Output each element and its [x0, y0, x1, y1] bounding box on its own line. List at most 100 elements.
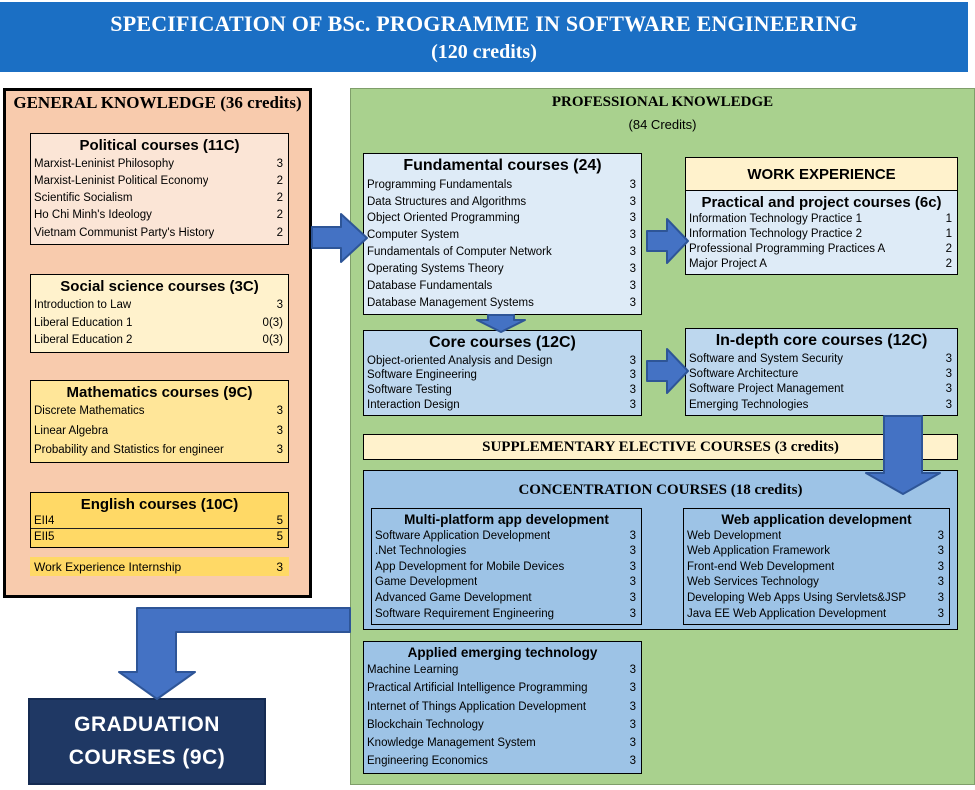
work-experience-internship-row: Work Experience Internship 3 — [30, 557, 289, 576]
course-name: Work Experience Internship — [34, 559, 182, 574]
course-credits: 5 — [276, 531, 283, 544]
course-name: Programming Fundamentals — [367, 178, 513, 191]
course-name: Software Requirement Engineering — [375, 607, 554, 620]
course-credits: 2 — [276, 192, 283, 205]
course-name: Introduction to Law — [34, 298, 132, 311]
course-credits: 0(3) — [262, 334, 283, 347]
core-courses-title: Core courses (12C) — [429, 334, 576, 351]
course-row: Internet of Things Application Developme… — [364, 701, 641, 714]
course-name: Developing Web Apps Using Servlets&JSP — [687, 591, 907, 604]
course-name: Software Application Development — [375, 529, 551, 542]
applied-emerging-technology-box: Applied emerging technology Machine Lear… — [363, 641, 642, 774]
course-credits: 3 — [629, 591, 636, 604]
course-name: Information Technology Practice 1 — [689, 213, 863, 226]
course-name: Discrete Mathematics — [34, 405, 145, 418]
course-credits: 0(3) — [262, 316, 283, 329]
course-credits: 3 — [629, 384, 636, 397]
course-name: Software Testing — [367, 384, 452, 397]
course-credits: 3 — [629, 529, 636, 542]
course-name: Software Project Management — [689, 383, 844, 396]
course-credits: 3 — [629, 736, 636, 749]
course-credits: 3 — [629, 212, 636, 225]
general-knowledge-title: GENERAL KNOWLEDGE (36 credits) — [13, 93, 302, 112]
social-science-courses-title: Social science courses (3C) — [60, 278, 259, 295]
course-name: Database Fundamentals — [367, 279, 493, 292]
course-name: Data Structures and Algorithms — [367, 195, 527, 208]
course-credits: 3 — [276, 424, 283, 437]
course-row: Practical Artificial Intelligence Progra… — [364, 682, 641, 695]
course-name: Marxist-Leninist Political Economy — [34, 174, 209, 187]
course-name: Web Services Technology — [687, 576, 819, 589]
course-credits: 2 — [276, 226, 283, 239]
concentration-courses-title: CONCENTRATION COURSES (18 credits) — [518, 482, 803, 498]
course-credits: 3 — [629, 664, 636, 677]
course-credits: 2 — [276, 174, 283, 187]
course-name: Object-oriented Analysis and Design — [367, 354, 553, 367]
course-credits: 3 — [945, 352, 952, 365]
course-name: Operating Systems Theory — [367, 263, 504, 276]
course-name: Practical Artificial Intelligence Progra… — [367, 682, 588, 695]
course-name: Game Development — [375, 576, 478, 589]
course-name: EII5 — [34, 531, 55, 544]
course-credits: 3 — [629, 354, 636, 367]
supplementary-elective-bar: SUPPLEMENTARY ELECTIVE COURSES (3 credit… — [363, 434, 958, 460]
course-credits: 1 — [945, 213, 952, 226]
course-name: Interaction Design — [367, 398, 460, 411]
course-row: Knowledge Management System 3 — [364, 737, 641, 750]
course-name: Marxist-Leninist Philosophy — [34, 157, 174, 170]
course-name: Knowledge Management System — [367, 736, 536, 749]
course-credits: 3 — [629, 576, 636, 589]
course-credits: 3 — [945, 368, 952, 381]
core-courses-box: Core courses (12C) Object-oriented Analy… — [363, 330, 642, 416]
political-courses-title: Political courses (11C) — [79, 137, 240, 154]
course-name: Blockchain Technology — [367, 718, 484, 731]
course-name: Machine Learning — [367, 664, 459, 677]
course-name: Database Management Systems — [367, 296, 534, 309]
course-credits: 3 — [629, 398, 636, 411]
indepth-core-courses-box: In-depth core courses (12C) Software and… — [685, 328, 958, 416]
course-credits: 3 — [629, 545, 636, 558]
work-experience-title: WORK EXPERIENCE — [747, 165, 896, 183]
course-name: Java EE Web Application Development — [687, 607, 887, 620]
course-credits: 1 — [945, 228, 952, 241]
course-name: Software Engineering — [367, 369, 477, 382]
course-credits: 3 — [629, 607, 636, 620]
mathematics-courses-title: Mathematics courses (9C) — [66, 384, 253, 401]
course-credits: 2 — [945, 257, 952, 270]
course-credits: 3 — [945, 398, 952, 411]
course-name: Computer System — [367, 229, 460, 242]
course-row: Information Technology Practice 1 1 — [686, 213, 957, 226]
course-name: Ho Chi Minh's Ideology — [34, 209, 152, 222]
course-credits: 3 — [629, 178, 636, 191]
course-row: Game Development 3 — [372, 576, 641, 589]
course-name: Liberal Education 1 — [34, 316, 133, 329]
course-credits: 3 — [937, 529, 944, 542]
course-credits: 3 — [276, 559, 283, 574]
professional-knowledge-title: PROFESSIONAL KNOWLEDGE — [551, 94, 774, 110]
